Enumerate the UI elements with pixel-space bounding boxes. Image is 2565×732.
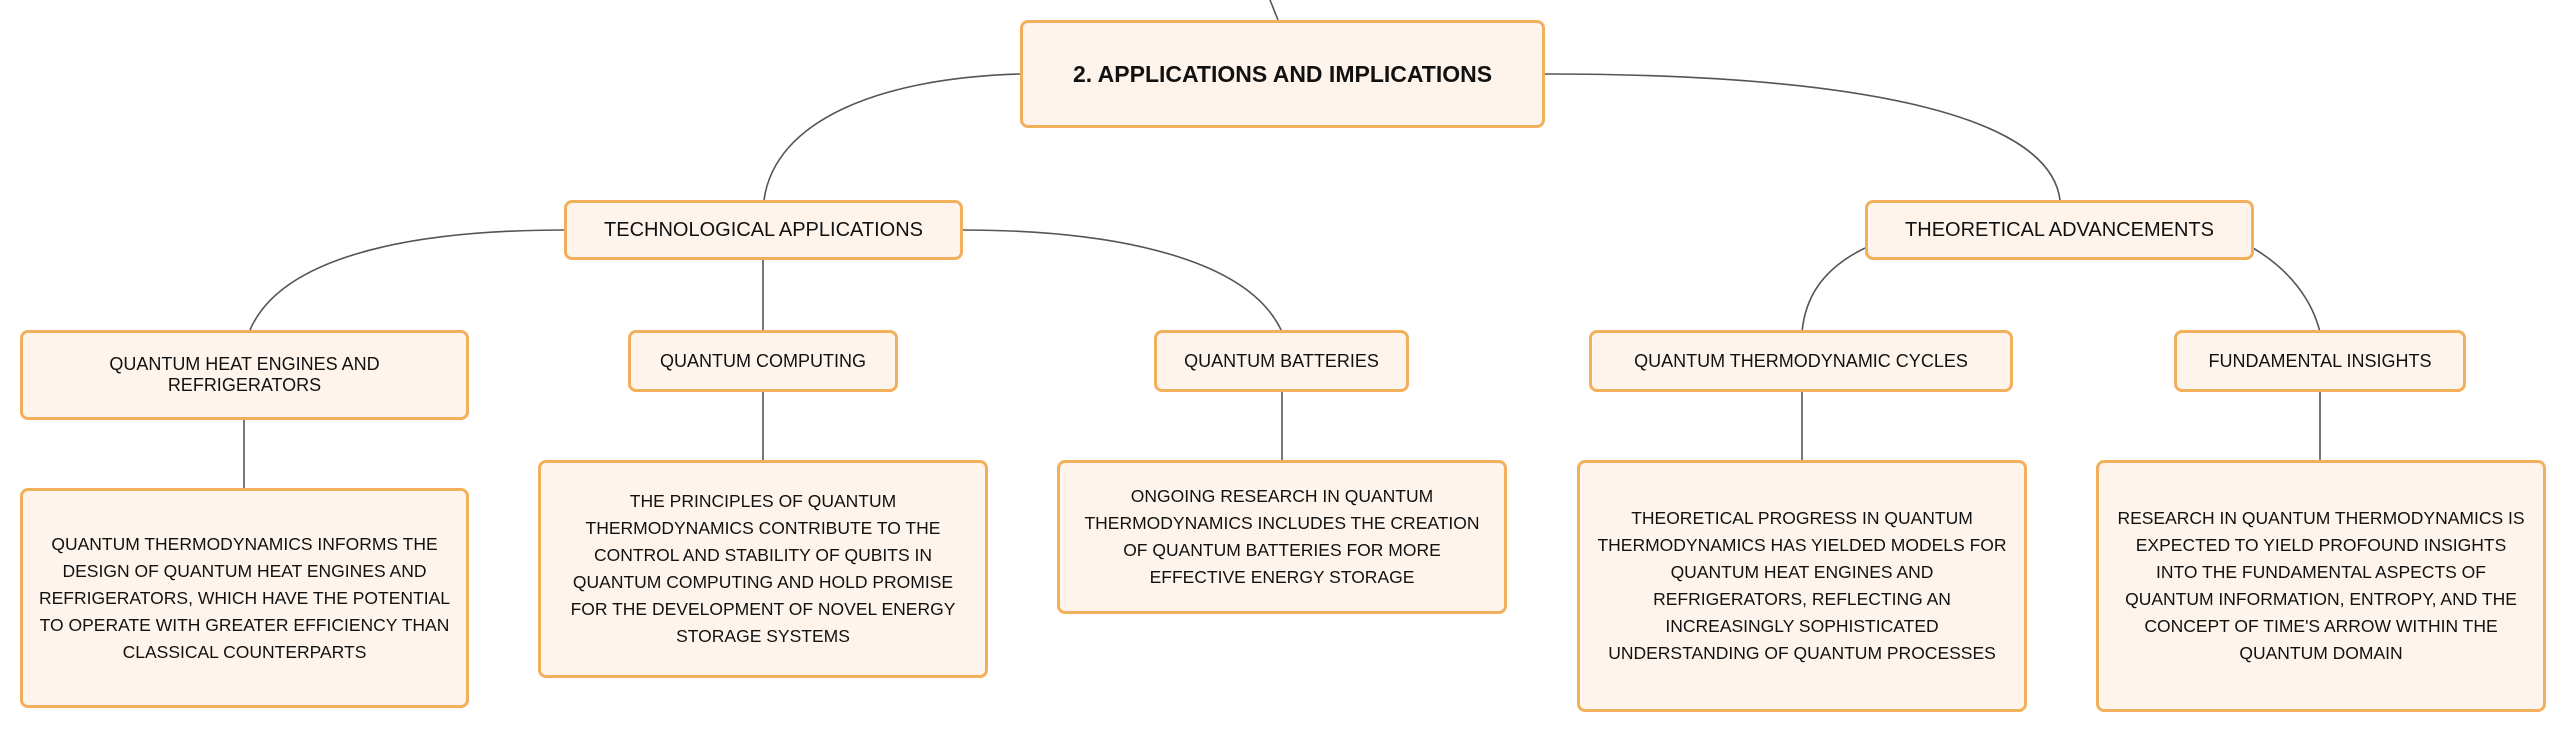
- node-label: QUANTUM BATTERIES: [1184, 350, 1379, 371]
- node-quantum-heat-engines[interactable]: QUANTUM HEAT ENGINES AND REFRIGERATORS: [20, 330, 469, 420]
- connector-theory-cycles: [1801, 247, 1866, 333]
- branch-label: TECHNOLOGICAL APPLICATIONS: [604, 218, 923, 241]
- connector-root-theoretical: [1544, 73, 2061, 201]
- node-quantum-thermodynamic-cycles[interactable]: QUANTUM THERMODYNAMIC CYCLES: [1589, 330, 2013, 392]
- node-quantum-batteries[interactable]: QUANTUM BATTERIES: [1154, 330, 1409, 392]
- node-label: QUANTUM THERMODYNAMIC CYCLES: [1634, 350, 1968, 371]
- node-label: FUNDAMENTAL INSIGHTS: [2208, 350, 2432, 371]
- desc-text: ONGOING RESEARCH IN QUANTUM THERMODYNAMI…: [1084, 486, 1480, 587]
- node-quantum-computing[interactable]: QUANTUM COMPUTING: [628, 330, 898, 392]
- node-label: QUANTUM HEAT ENGINES AND REFRIGERATORS: [109, 354, 380, 395]
- desc-text: RESEARCH IN QUANTUM THERMODYNAMICS IS EX…: [2117, 508, 2525, 663]
- connector-root-technological: [763, 73, 1021, 201]
- connector-tech-batteries: [961, 229, 1283, 333]
- connector-root-parent: [1269, 0, 1279, 21]
- connector-tech-heat-engines: [249, 229, 566, 331]
- desc-text: THEORETICAL PROGRESS IN QUANTUM THERMODY…: [1597, 508, 2007, 663]
- branch-technological-applications[interactable]: TECHNOLOGICAL APPLICATIONS: [564, 200, 963, 260]
- desc-text: QUANTUM THERMODYNAMICS INFORMS THE DESIG…: [39, 533, 450, 662]
- root-node[interactable]: 2. APPLICATIONS AND IMPLICATIONS: [1020, 20, 1545, 128]
- connector-theory-insights: [2252, 247, 2321, 333]
- desc-fundamental-insights: RESEARCH IN QUANTUM THERMODYNAMICS IS EX…: [2096, 460, 2546, 712]
- desc-text: THE PRINCIPLES OF QUANTUM THERMODYNAMICS…: [570, 491, 956, 646]
- root-label: 2. APPLICATIONS AND IMPLICATIONS: [1072, 60, 1493, 87]
- desc-quantum-batteries: ONGOING RESEARCH IN QUANTUM THERMODYNAMI…: [1057, 460, 1507, 614]
- branch-label: THEORETICAL ADVANCEMENTS: [1905, 218, 2214, 241]
- desc-quantum-computing: THE PRINCIPLES OF QUANTUM THERMODYNAMICS…: [538, 460, 988, 678]
- branch-theoretical-advancements[interactable]: THEORETICAL ADVANCEMENTS: [1865, 200, 2254, 260]
- desc-quantum-thermodynamic-cycles: THEORETICAL PROGRESS IN QUANTUM THERMODY…: [1577, 460, 2027, 712]
- node-label: QUANTUM COMPUTING: [660, 350, 866, 371]
- desc-quantum-heat-engines: QUANTUM THERMODYNAMICS INFORMS THE DESIG…: [20, 488, 469, 708]
- node-fundamental-insights[interactable]: FUNDAMENTAL INSIGHTS: [2174, 330, 2466, 392]
